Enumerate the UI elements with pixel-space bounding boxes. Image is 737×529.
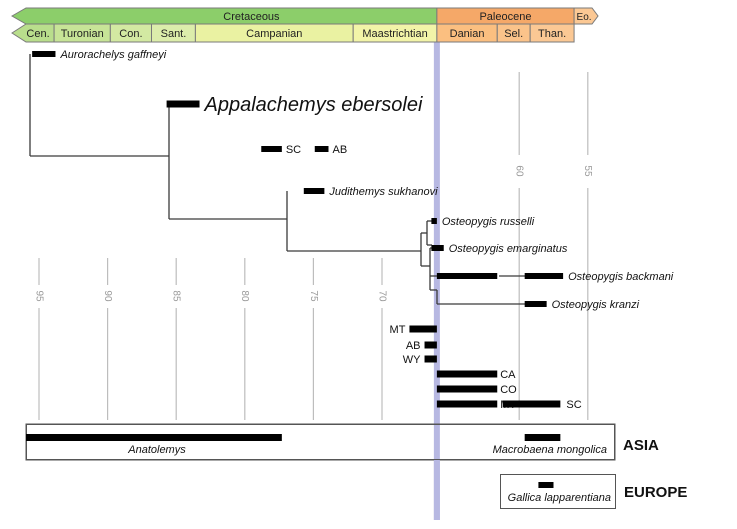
stage-label: Than.	[538, 28, 566, 40]
taxon-range-bar	[524, 273, 564, 279]
stage-label: Sant.	[161, 28, 187, 40]
age-tick-label: 80	[239, 290, 250, 302]
occurrence-bar	[436, 400, 498, 408]
age-tick-label: 60	[514, 165, 525, 177]
taxon-name: Appalachemys ebersolei	[204, 94, 423, 116]
taxon-range-bar	[524, 301, 547, 307]
occurrence-label: SC	[566, 399, 581, 411]
phylogenetic-tree	[29, 54, 532, 305]
age-tick-label: 90	[102, 290, 113, 302]
period-label: Cretaceous	[223, 11, 280, 23]
taxon-name: Osteopygis russelli	[442, 216, 535, 228]
regional-panels: Anatolemys Macrobaena mongolica ASIA Gallic…	[25, 423, 687, 520]
occurrence-bar	[424, 341, 437, 349]
taxon-range-bar	[431, 218, 437, 224]
stage-label: Con.	[119, 28, 142, 40]
taxon-name: Macrobaena mongolica	[493, 444, 607, 456]
age-tick-label: 95	[33, 290, 44, 302]
age-tick-label: 55	[582, 165, 593, 177]
stage-label: Cen.	[26, 28, 49, 40]
age-tick-label: 70	[376, 290, 387, 302]
occurrence-bar	[436, 385, 498, 393]
taxon-range-bar	[303, 188, 325, 194]
taxon-range-bar	[26, 434, 282, 441]
age-tick-label: 75	[308, 290, 319, 302]
geologic-timescale-header: Cretaceous Paleocene Eo. Cen. Turonian Con. Sa…	[10, 7, 599, 43]
occurrence-bar	[409, 325, 437, 333]
taxon-name: Gallica lapparentiana	[508, 492, 611, 504]
kpg-boundary-line	[433, 42, 440, 520]
occurrence-bar	[314, 146, 329, 152]
stage-label: Maastrichtian	[362, 28, 427, 40]
taxon-range-bar	[436, 273, 498, 279]
taxon-name: Osteopygis backmani	[568, 271, 674, 283]
occurrence-label: AB	[406, 340, 421, 352]
region-panel-europe	[500, 474, 616, 509]
taxon-name: Judithemys sukhanovi	[328, 186, 438, 198]
occurrence-label: MT	[390, 324, 406, 336]
stage-label: Danian	[450, 28, 485, 40]
taxon-range-bar	[431, 245, 444, 251]
region-label-asia: ASIA	[623, 437, 659, 454]
stage-label: Campanian	[246, 28, 302, 40]
taxon-name: Aurorachelys gaffneyi	[59, 49, 166, 61]
stage-label: Turonian	[61, 28, 104, 40]
occurrence-label: WY	[403, 354, 421, 366]
occurrence-bar	[261, 146, 282, 152]
occurrence-label: CO	[500, 384, 517, 396]
taxon-range-bar	[538, 482, 554, 488]
kpg-boundary-layer	[433, 42, 440, 520]
taxon-name: Anatolemys	[127, 444, 186, 456]
occurrence-label: AB	[332, 144, 347, 156]
age-axis: 95 90 85 80 75 70 60 55	[33, 72, 593, 420]
taxon-name: Osteopygis emarginatus	[449, 243, 568, 255]
stage-label: Sel.	[504, 28, 523, 40]
taxon-range-bar	[166, 100, 200, 108]
occurrence-bar	[436, 370, 498, 378]
period-label: Eo.	[577, 12, 592, 23]
stage-box	[529, 23, 575, 43]
occurrence-bar	[424, 355, 437, 363]
period-label: Paleocene	[479, 11, 531, 23]
region-label-europe: EUROPE	[624, 484, 687, 501]
taxon-name: Osteopygis kranzi	[552, 299, 640, 311]
period-box	[573, 7, 599, 25]
occurrence-label: SC	[286, 144, 301, 156]
age-tick-label: 85	[171, 290, 182, 302]
occurrence-ranges: SCABMTABWYCACOMTSC	[261, 144, 582, 411]
occurrence-label: CA	[500, 369, 516, 381]
taxon-range-bar	[32, 51, 56, 57]
region-panel-border	[26, 424, 615, 460]
occurrence-bar-extension	[502, 400, 561, 408]
kpg-boundary-line	[433, 424, 440, 520]
taxon-range-bar	[524, 434, 561, 441]
